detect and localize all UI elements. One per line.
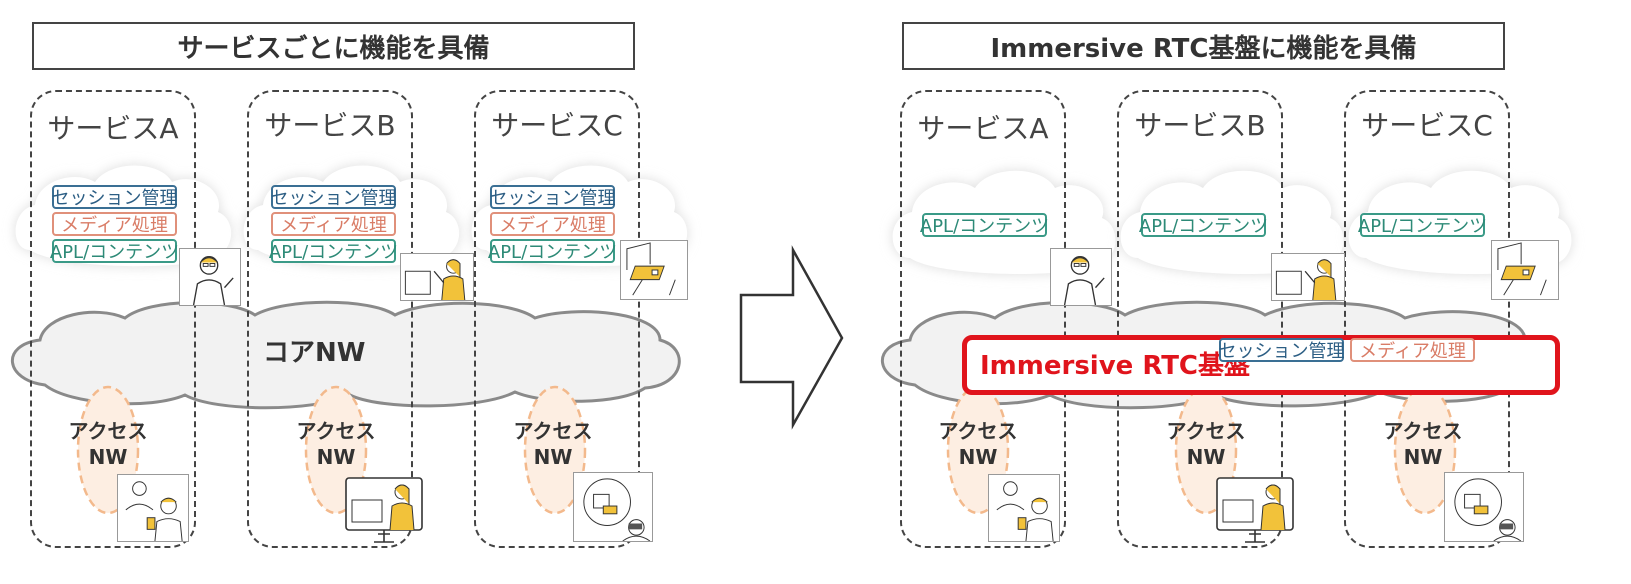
left-core-cloud — [10, 300, 681, 410]
platform-media-tag: メディア処理 — [1350, 338, 1475, 362]
platform-session-tag: セッション管理 — [1219, 338, 1345, 362]
right-access-c-label: アクセス NW — [1373, 418, 1473, 470]
left-service-b-label: サービスB — [264, 109, 396, 142]
left-service-a-label: サービスA — [47, 112, 179, 145]
right-access-a-line2: NW — [958, 445, 998, 469]
right-service-c-label: サービスC — [1361, 109, 1493, 142]
left-access-a-label: アクセス NW — [58, 418, 158, 470]
vr-user-icon — [1444, 472, 1524, 542]
left-service-column-b — [247, 90, 413, 548]
left-panel-title: サービスごとに機能を具備 — [32, 22, 635, 70]
right-access-a-label: アクセス NW — [928, 418, 1028, 470]
monitor-teacher-icon — [344, 474, 424, 546]
left-core-nw-label: コアNW — [263, 338, 366, 368]
left-access-oval-c — [523, 385, 587, 515]
right-service-column-c — [1344, 90, 1510, 548]
left-a-session-tag: セッション管理 — [52, 185, 178, 209]
right-c-apl-tag: APL/コンテンツ — [1358, 213, 1487, 237]
right-service-b-label: サービスB — [1134, 109, 1266, 142]
left-c-media-tag: メディア処理 — [490, 212, 615, 236]
left-access-c-line2: NW — [533, 445, 573, 469]
arrow-icon — [739, 245, 844, 430]
left-access-a-line2: NW — [88, 445, 128, 469]
left-access-c-line1: アクセス — [513, 419, 593, 443]
left-access-b-label: アクセス NW — [286, 418, 386, 470]
teacher-icon — [400, 253, 474, 301]
right-a-apl-tag: APL/コンテンツ — [920, 213, 1049, 237]
doctor-icon — [1050, 248, 1112, 306]
right-access-b-line2: NW — [1186, 445, 1226, 469]
right-service-a-label: サービスA — [917, 112, 1049, 145]
left-b-media-tag: メディア処理 — [271, 212, 396, 236]
left-b-apl-tag: APL/コンテンツ — [269, 239, 398, 263]
vr-user-icon — [573, 472, 653, 542]
left-service-column-c — [474, 90, 640, 548]
left-b-session-tag: セッション管理 — [271, 185, 397, 209]
remote-room-icon — [1491, 240, 1559, 300]
left-access-b-line2: NW — [316, 445, 356, 469]
left-access-b-line1: アクセス — [296, 419, 376, 443]
right-service-column-b — [1117, 90, 1283, 548]
left-service-c-label: サービスC — [491, 109, 623, 142]
left-a-media-tag: メディア処理 — [52, 212, 177, 236]
right-access-c-line1: アクセス — [1383, 419, 1463, 443]
right-access-b-line1: アクセス — [1166, 419, 1246, 443]
immersive-rtc-platform-label: Immersive RTC基盤 — [980, 351, 1251, 381]
teacher-icon — [1271, 253, 1345, 301]
right-panel-title: Immersive RTC基盤に機能を具備 — [902, 22, 1505, 70]
patient-icon — [988, 474, 1060, 542]
right-b-apl-tag: APL/コンテンツ — [1139, 213, 1268, 237]
left-service-column-a — [30, 90, 196, 548]
left-access-c-label: アクセス NW — [503, 418, 603, 470]
remote-room-icon — [620, 240, 688, 300]
right-service-column-a — [900, 90, 1066, 548]
left-a-apl-tag: APL/コンテンツ — [50, 239, 179, 263]
monitor-teacher-icon — [1215, 474, 1295, 546]
right-access-a-line1: アクセス — [938, 419, 1018, 443]
right-access-b-label: アクセス NW — [1156, 418, 1256, 470]
left-c-session-tag: セッション管理 — [490, 185, 616, 209]
right-access-c-line2: NW — [1403, 445, 1443, 469]
doctor-icon — [179, 248, 241, 306]
left-access-a-line1: アクセス — [68, 419, 148, 443]
left-c-apl-tag: APL/コンテンツ — [488, 239, 617, 263]
patient-icon — [117, 474, 189, 542]
